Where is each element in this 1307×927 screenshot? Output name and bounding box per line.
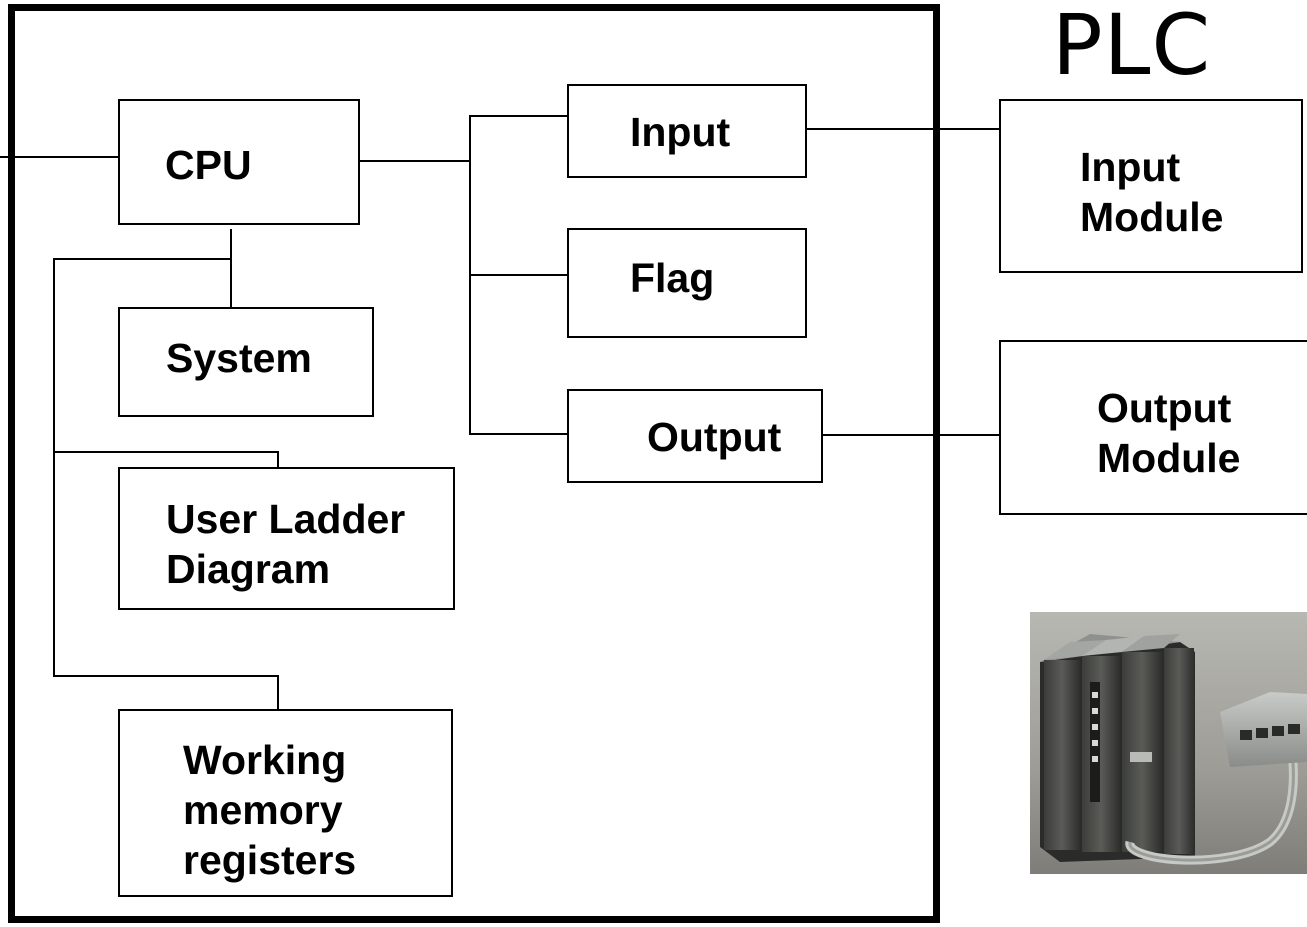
input-module-label-line2: Module (1080, 194, 1224, 240)
input-label: Input (630, 109, 731, 155)
input-box (567, 84, 807, 178)
ladder-link (53, 451, 278, 453)
page-title: PLC (1052, 0, 1212, 94)
output-module-label-line2: Module (1097, 435, 1241, 481)
memory-bus-vertical (53, 258, 55, 676)
ladder-link-drop (277, 451, 279, 467)
system-label: System (166, 335, 312, 381)
plc-hardware-illustration (1030, 612, 1307, 874)
working-memory-box (118, 709, 453, 897)
flag-box (567, 228, 807, 338)
cpu-label: CPU (165, 142, 252, 188)
user-ladder-diagram-box (118, 467, 455, 610)
working-memory-link-drop (277, 675, 279, 709)
input-module-label-line1: Input (1080, 144, 1181, 190)
user-ladder-label-line1: User Ladder (166, 496, 406, 542)
external-cpu-link (0, 156, 120, 158)
bus-output-link (469, 433, 568, 435)
output-label: Output (647, 414, 782, 460)
plc-hardware-photo (1030, 612, 1307, 874)
working-memory-link (53, 675, 278, 677)
output-module-link (822, 434, 1000, 436)
bus-input-link (469, 115, 568, 117)
cpu-box (118, 99, 360, 225)
bus-flag-link (469, 274, 568, 276)
plc-frame (8, 4, 940, 923)
working-memory-label-line3: registers (183, 837, 357, 883)
user-ladder-label-line2: Diagram (166, 546, 331, 592)
input-module-link (806, 128, 1000, 130)
output-box (567, 389, 823, 483)
working-memory-label-line2: memory (183, 787, 343, 833)
cpu-down-link (230, 229, 232, 307)
output-module-label-line1: Output (1097, 385, 1232, 431)
cpu-bus-link (358, 160, 470, 162)
input-module-box (999, 99, 1303, 273)
system-box (118, 307, 374, 417)
working-memory-label-line1: Working (183, 737, 347, 783)
flag-label: Flag (630, 255, 715, 301)
output-module-box (999, 340, 1307, 515)
memory-bus-top (53, 258, 231, 260)
